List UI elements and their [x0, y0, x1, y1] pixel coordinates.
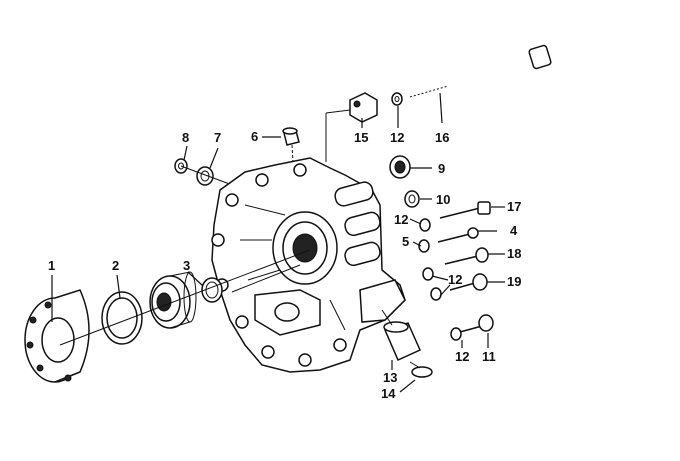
callout-3: 3 — [183, 258, 190, 273]
callout-18: 18 — [507, 246, 521, 261]
callout-14: 14 — [381, 386, 396, 401]
callout-16: 16 — [435, 130, 449, 145]
callout-7: 7 — [214, 130, 221, 145]
callout-19: 19 — [507, 274, 521, 289]
part-15-bracket — [325, 92, 378, 162]
part-11-bolt — [450, 314, 494, 341]
part-14-clip — [409, 361, 433, 378]
gearbox-housing — [211, 157, 406, 373]
callout-2: 2 — [112, 258, 119, 273]
part-1-end-cover — [24, 289, 90, 383]
callout-13: 13 — [383, 370, 397, 385]
callout-12-bottom: 12 — [455, 349, 469, 364]
part-16-long-bolt — [394, 44, 552, 105]
callout-6: 6 — [251, 129, 258, 144]
assembly-axis-line — [59, 249, 311, 346]
callout-leaders — [51, 92, 505, 393]
callout-11: 11 — [482, 349, 496, 364]
callout-12-lower: 12 — [448, 272, 462, 287]
part-4-stud — [437, 227, 479, 243]
callout-10: 10 — [436, 192, 450, 207]
callout-9: 9 — [438, 161, 445, 176]
bearing — [149, 271, 197, 329]
callout-17: 17 — [507, 199, 521, 214]
callout-12-top: 12 — [390, 130, 404, 145]
part-13-plug — [381, 309, 421, 361]
part-2-ring — [101, 291, 143, 345]
callout-4: 4 — [510, 223, 518, 238]
callout-labels: 1 2 3 6 8 7 15 12 16 9 10 12 17 4 5 18 1… — [48, 129, 521, 401]
callout-1: 1 — [48, 258, 55, 273]
callout-15: 15 — [354, 130, 368, 145]
part-18-stud — [444, 247, 489, 265]
part-12-washer-top — [391, 92, 403, 106]
part-17-stud — [439, 201, 491, 219]
callout-5: 5 — [402, 234, 409, 249]
callout-12-right: 12 — [394, 212, 408, 227]
callout-8: 8 — [182, 130, 189, 145]
washers-12-right — [418, 218, 442, 301]
part-7-seal — [180, 165, 236, 187]
part-10-cap — [404, 190, 420, 208]
part-9-seal — [389, 155, 411, 179]
